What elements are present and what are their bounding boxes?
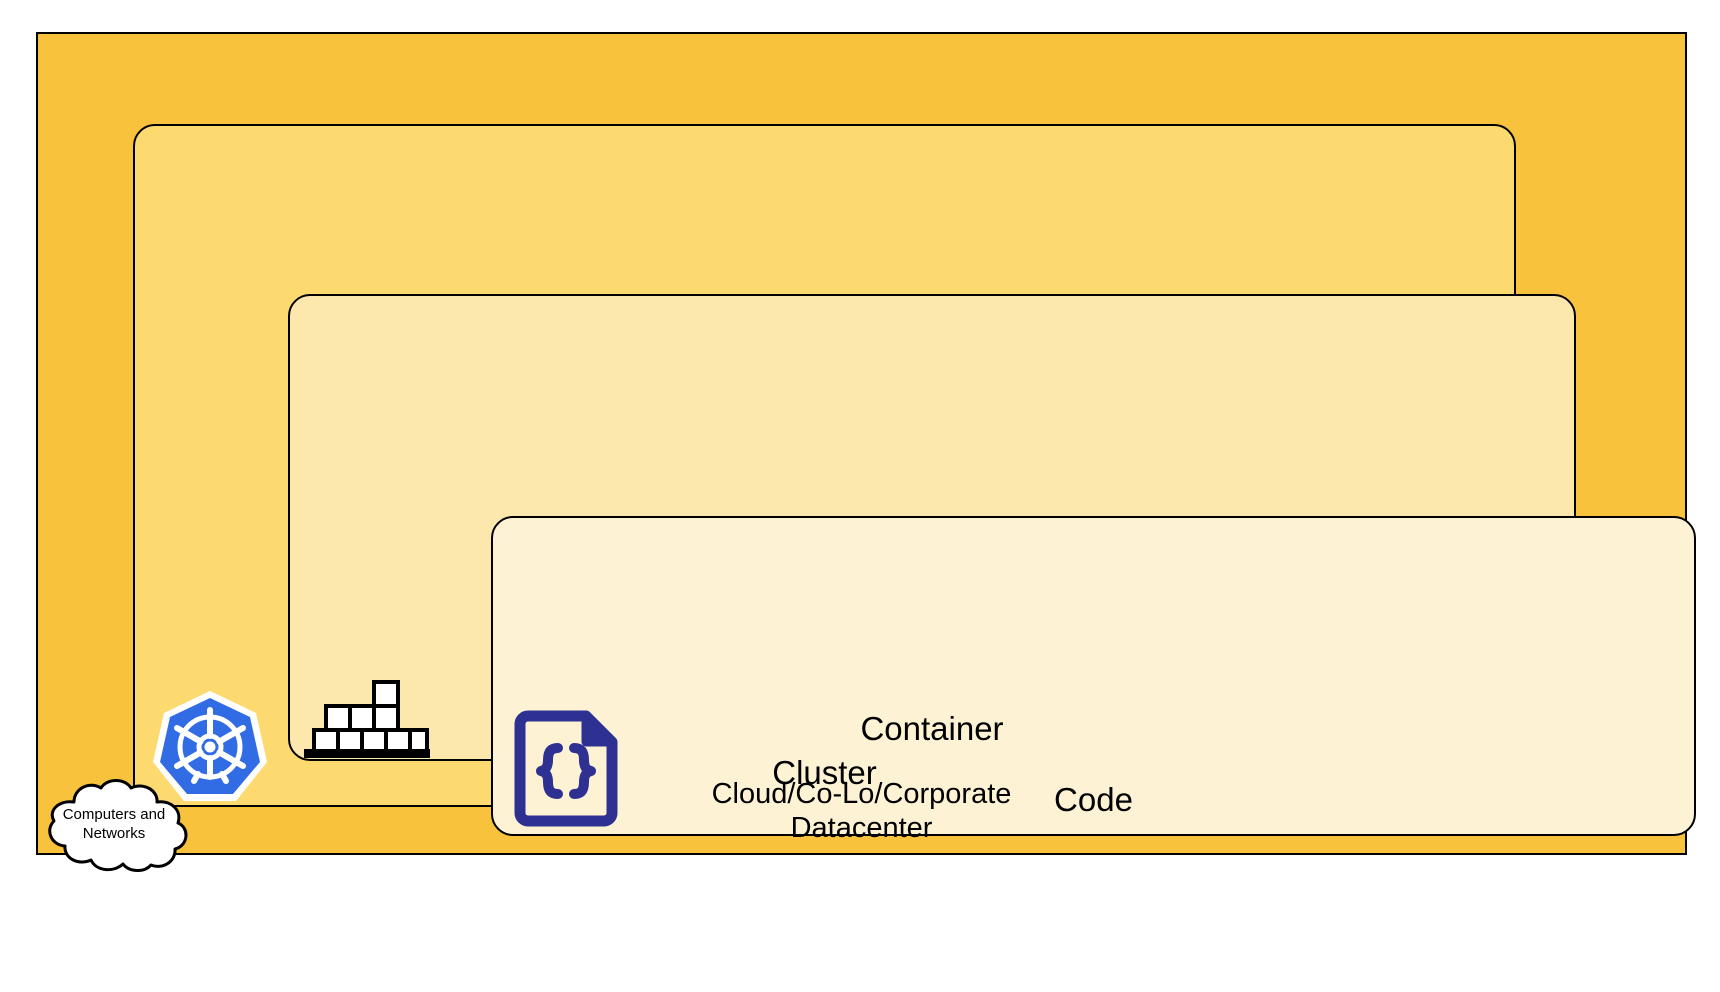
layer-label-code: Code: [1054, 781, 1133, 819]
computers-and-networks-cloud[interactable]: Computers and Networks: [30, 776, 198, 872]
layer-cluster[interactable]: Code: [133, 124, 1696, 836]
layer-label-cluster: Cluster: [772, 754, 877, 792]
layer-label-datacenter: Cloud/Co-Lo/Corporate Datacenter: [711, 777, 1012, 844]
layer-code[interactable]: Code: [491, 516, 1696, 836]
kubernetes-helm-wheel-icon: [152, 689, 268, 805]
layer-label-container: Container: [860, 710, 1004, 748]
layer-container[interactable]: Code: [288, 294, 1696, 836]
container-stack-boxes-icon: [304, 679, 430, 759]
layer-datacenter[interactable]: Code: [36, 32, 1696, 855]
cloud-shape-icon: [48, 779, 188, 872]
code-document-braces-icon: [514, 710, 618, 827]
